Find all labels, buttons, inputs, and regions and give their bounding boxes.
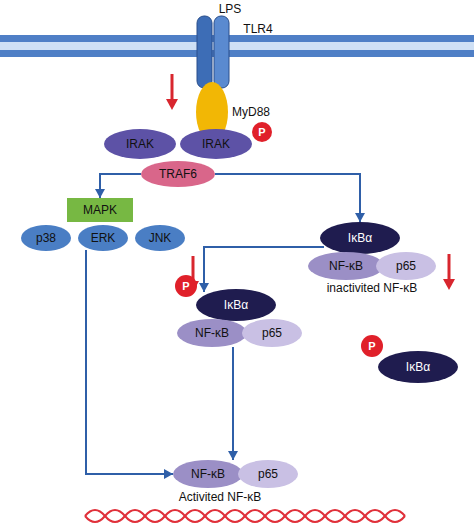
connector-line xyxy=(215,174,360,222)
pathway-arrow xyxy=(86,250,173,479)
red-arrow xyxy=(448,254,451,280)
connector-line xyxy=(232,347,234,460)
dna-strand xyxy=(85,510,405,522)
shape-fill xyxy=(78,225,128,251)
receptor-chain xyxy=(214,16,229,88)
shape-fill xyxy=(242,319,302,347)
mapk-member: p38 xyxy=(21,225,71,251)
shape-fill xyxy=(378,351,458,383)
node-text: P xyxy=(368,340,375,353)
pathway-arrow xyxy=(95,174,141,198)
connector-line xyxy=(204,247,324,292)
shape-fill xyxy=(361,335,383,357)
red-arrow-head xyxy=(443,279,455,290)
red-arrow xyxy=(171,74,174,100)
p65-subunit: p65 xyxy=(242,319,302,347)
p65-subunit: p65 xyxy=(238,460,298,488)
shape-fill xyxy=(308,252,384,280)
nfkb-subunit: NF-κB xyxy=(177,319,247,347)
state-label: inactivited NF-κB xyxy=(327,281,418,295)
membrane-core xyxy=(0,42,474,50)
node-text: IRAK xyxy=(202,138,230,151)
shape-fill xyxy=(141,161,215,187)
phospho-badge: P xyxy=(252,122,272,142)
shape-fill xyxy=(320,222,400,254)
node-text: NF-κB xyxy=(195,327,229,340)
node-text: IκBα xyxy=(406,361,430,374)
ligand-label: LPS xyxy=(219,2,242,16)
arrow-head xyxy=(199,283,209,292)
inhibitor-ellipse: IκBα xyxy=(196,289,276,321)
shape-fill xyxy=(252,122,272,142)
node-text: ERK xyxy=(91,232,116,245)
node-text: IRAK xyxy=(126,138,154,151)
kinase-ellipse: IRAK xyxy=(104,129,176,159)
shape-fill xyxy=(173,460,243,488)
phospho-badge: P xyxy=(361,335,383,357)
membrane-layer xyxy=(0,50,474,57)
node-text: p38 xyxy=(36,232,56,245)
shape-fill xyxy=(376,252,436,280)
node-text: TRAF6 xyxy=(159,168,197,181)
inhibitor-ellipse: IκBα xyxy=(378,351,458,383)
node-text: IκBα xyxy=(224,299,248,312)
node-text: p65 xyxy=(396,260,416,273)
shape-fill xyxy=(135,225,185,251)
node-text: NF-κB xyxy=(329,260,363,273)
node-text: p65 xyxy=(258,468,278,481)
cell-membrane xyxy=(0,35,474,57)
shape-fill xyxy=(238,460,298,488)
shape-fill xyxy=(196,289,276,321)
red-arrow-head xyxy=(166,99,178,110)
kinase-ellipse: IRAK xyxy=(180,129,252,159)
receptor-chain xyxy=(197,16,212,88)
arrow-head xyxy=(228,451,238,460)
pathway-arrow xyxy=(215,174,365,222)
arrow-head xyxy=(355,213,365,222)
nfkb-subunit: NF-κB xyxy=(173,460,243,488)
decrease-arrows xyxy=(166,74,455,292)
node-text: JNK xyxy=(149,232,172,245)
arrow-head xyxy=(164,469,173,479)
mapk-box: MAPK xyxy=(67,198,133,222)
mapk-member: ERK xyxy=(78,225,128,251)
node-text: IκBα xyxy=(348,232,372,245)
pathway-arrow xyxy=(228,347,238,460)
shape-fill xyxy=(180,129,252,159)
inhibitor-ellipse: IκBα xyxy=(320,222,400,254)
receptor-label: TLR4 xyxy=(243,22,272,36)
node-text: MAPK xyxy=(83,204,117,217)
node-text: P xyxy=(182,280,189,293)
pathway-arrow xyxy=(199,247,324,292)
node-text: P xyxy=(258,126,265,139)
shape-fill xyxy=(177,319,247,347)
phospho-badge: P xyxy=(175,275,197,297)
connector-line xyxy=(100,174,141,198)
state-label: Activited NF-κB xyxy=(179,490,262,504)
dna-helix xyxy=(85,510,405,522)
node-text: MyD88 xyxy=(232,106,270,119)
shape-fill xyxy=(21,225,71,251)
node-text: NF-κB xyxy=(191,468,225,481)
membrane-layer xyxy=(0,35,474,42)
shape-fill xyxy=(104,129,176,159)
shape-fill xyxy=(175,275,197,297)
dna-strand xyxy=(85,510,405,522)
connector-line xyxy=(86,250,173,474)
nfkb-subunit: NF-κB xyxy=(308,252,384,280)
arrow-head xyxy=(95,189,105,198)
tlr4-receptor xyxy=(197,16,229,88)
node-text: p65 xyxy=(262,327,282,340)
shape-fill xyxy=(67,198,133,222)
traf6-ellipse: TRAF6 xyxy=(141,161,215,187)
p65-subunit: p65 xyxy=(376,252,436,280)
mapk-member: JNK xyxy=(135,225,185,251)
